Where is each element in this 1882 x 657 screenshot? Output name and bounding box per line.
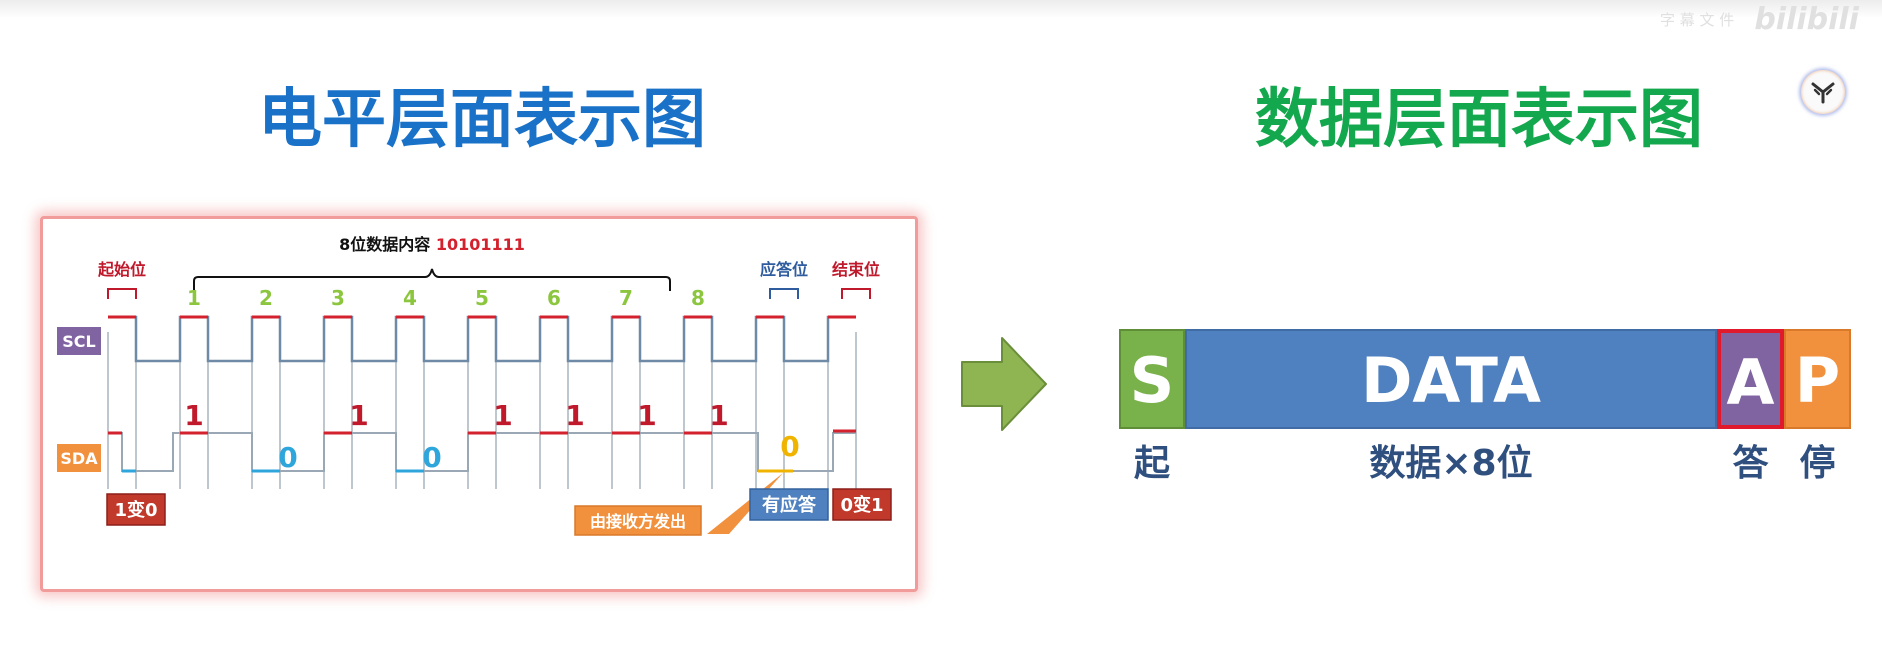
bit-index-row: 1 2 3 4 5 6 7 8 xyxy=(187,286,705,310)
stop-transition-text: 0变1 xyxy=(840,494,883,516)
bit-value: 1 xyxy=(493,399,512,432)
bit-index: 8 xyxy=(691,286,705,310)
stop-bracket xyxy=(841,288,871,299)
scl-waveform xyxy=(108,315,856,363)
ack-segment: A xyxy=(1717,329,1784,429)
start-label: 起 xyxy=(1133,443,1170,484)
timing-diagram: SCL SDA 起始位 应答位 结束位 8位数据内容 10101111 1 2 … xyxy=(57,235,892,536)
bit-value: 1 xyxy=(565,399,584,432)
brand-glyph-icon xyxy=(1811,82,1835,104)
data-view-heading: 数据层面表示图 xyxy=(1255,83,1703,157)
sda-high-marks xyxy=(108,429,856,435)
sda-tag xyxy=(57,444,101,472)
bilibili-logo: bilibili xyxy=(1754,2,1859,37)
vertical-guides xyxy=(107,332,857,489)
watermark-caption: 字 幕 文 件 xyxy=(1660,11,1735,29)
scl-tag-text: SCL xyxy=(62,332,95,351)
sda-tag-text: SDA xyxy=(60,449,98,468)
bit-index: 2 xyxy=(259,286,273,310)
top-bar xyxy=(0,0,1882,18)
sda-waveform xyxy=(108,432,856,472)
bit-value: 1 xyxy=(709,399,728,432)
bit-index: 4 xyxy=(403,286,417,310)
payload-value: 10101111 xyxy=(436,235,525,254)
bit-value: 1 xyxy=(184,399,203,432)
payload-brace xyxy=(193,268,671,291)
bit-index: 5 xyxy=(475,286,489,310)
stop-transition-tag xyxy=(832,488,892,521)
stop-callout: 结束位 xyxy=(831,260,880,279)
bit-index: 7 xyxy=(619,286,633,310)
level-view-heading: 电平层面表示图 xyxy=(258,83,706,157)
stop-label: 停 xyxy=(1799,443,1836,484)
start-transition-tag xyxy=(106,493,166,526)
ack-present-tag xyxy=(749,488,829,521)
ack-value: 0 xyxy=(780,430,799,463)
ack-callout: 应答位 xyxy=(760,260,808,279)
bit-value-row: 1 0 1 0 1 1 1 1 xyxy=(184,399,728,474)
bit-value: 0 xyxy=(278,441,297,474)
arrow-right-icon xyxy=(961,337,1047,431)
bit-index: 3 xyxy=(331,286,345,310)
start-bracket xyxy=(107,288,137,299)
payload-prefix: 8位数据内容 xyxy=(339,235,436,254)
stop-segment: P xyxy=(1784,329,1851,429)
payload-callout: 8位数据内容 10101111 xyxy=(339,235,525,254)
ack-label: 答 xyxy=(1732,443,1769,484)
bit-value: 1 xyxy=(349,399,368,432)
start-transition-text: 1变0 xyxy=(114,499,157,521)
scl-tag xyxy=(57,327,101,355)
bit-value: 1 xyxy=(637,399,656,432)
data-label: 数据×8位 xyxy=(1369,443,1533,484)
brand-badge-icon[interactable] xyxy=(1801,70,1845,114)
ack-bracket xyxy=(769,288,799,299)
signal-timing-panel: SCL SDA 起始位 应答位 结束位 8位数据内容 10101111 1 2 … xyxy=(40,216,918,592)
receiver-note-text: 由接收方发出 xyxy=(590,512,686,531)
start-callout: 起始位 xyxy=(97,260,146,279)
bit-value: 0 xyxy=(422,441,441,474)
start-segment: S xyxy=(1119,329,1185,429)
bit-index: 6 xyxy=(547,286,561,310)
receiver-note-tag xyxy=(574,505,702,536)
watermark: 字 幕 文 件 bilibili xyxy=(1660,2,1870,37)
ack-present-text: 有应答 xyxy=(762,494,817,516)
bit-index: 1 xyxy=(187,286,201,310)
data-segment: DATA xyxy=(1185,329,1717,429)
